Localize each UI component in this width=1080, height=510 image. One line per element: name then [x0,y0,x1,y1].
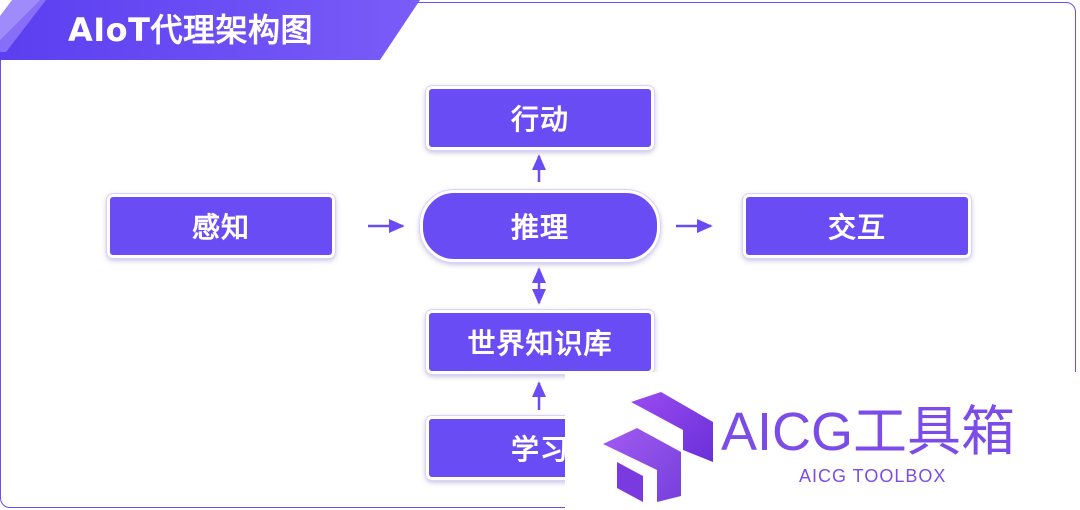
node-knowledge-base: 世界知识库 [426,310,654,374]
watermark-title: AICG工具箱 [721,402,1016,462]
title-banner-shape [0,0,420,60]
node-reasoning: 推理 [420,190,660,262]
node-action: 行动 [426,86,654,150]
aicg-logo-icon [603,392,713,502]
page-title: AIoT代理架构图 [68,11,313,49]
node-interaction: 交互 [743,194,971,258]
watermark-overlay: AICG工具箱 AICG TOOLBOX [565,372,1080,510]
node-perception: 感知 [107,194,335,258]
watermark-subtitle: AICG TOOLBOX [799,466,947,486]
title-banner: AIoT代理架构图 [0,0,420,60]
